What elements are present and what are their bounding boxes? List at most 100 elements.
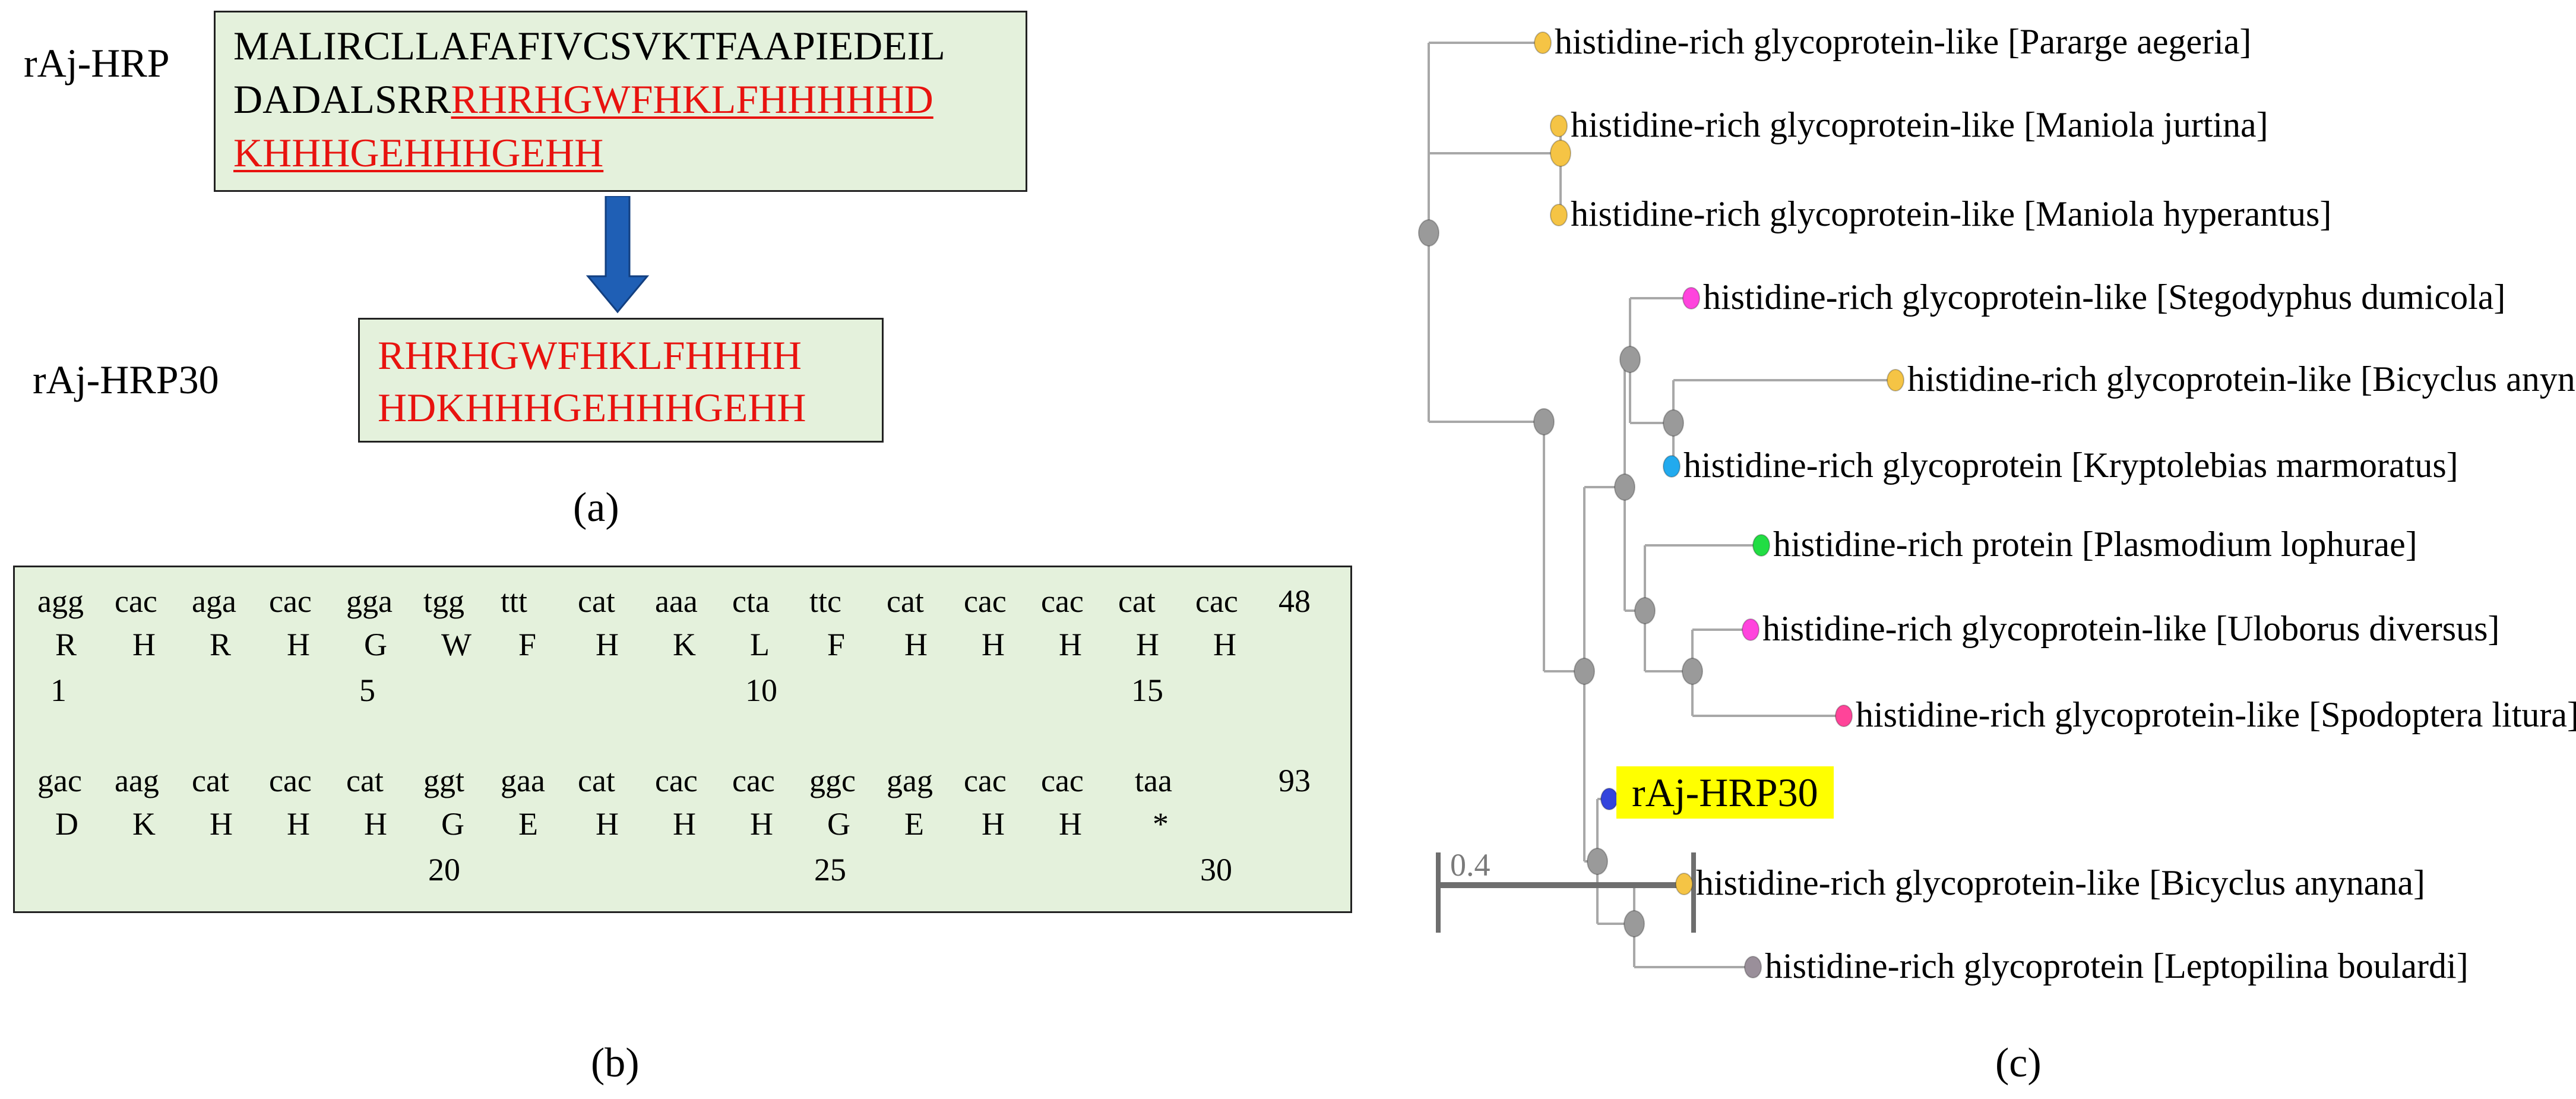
leaf-node-icon bbox=[1682, 287, 1700, 310]
codon: gaa bbox=[501, 763, 545, 798]
codon: tgg bbox=[423, 583, 465, 619]
leaf-label: histidine-rich glycoprotein-like [Stegod… bbox=[1703, 277, 2506, 317]
codon: taa bbox=[1135, 763, 1172, 798]
tree-node bbox=[1574, 658, 1595, 685]
codon: cac bbox=[1195, 583, 1238, 619]
residue-number: 30 bbox=[1200, 852, 1232, 888]
down-arrow-icon bbox=[586, 196, 650, 314]
tree-node bbox=[1619, 346, 1641, 373]
codon: cat bbox=[578, 763, 615, 798]
leaf-label: histidine-rich glycoprotein-like [Maniol… bbox=[1571, 105, 2268, 144]
residue-number: 25 bbox=[814, 852, 846, 888]
leaf-label: histidine-rich glycoprotein-like [Pararg… bbox=[1555, 22, 2252, 61]
amino-acid: H bbox=[596, 627, 619, 662]
amino-acid: H bbox=[287, 627, 310, 662]
amino-acid: H bbox=[1213, 627, 1236, 662]
residue-number: 15 bbox=[1131, 672, 1163, 708]
leaf-node-icon bbox=[1744, 956, 1762, 978]
tree-node bbox=[1614, 473, 1635, 501]
amino-acid: R bbox=[55, 627, 77, 662]
leaf-label: histidine-rich glycoprotein-like [Maniol… bbox=[1571, 194, 2332, 233]
codon: cac bbox=[655, 763, 698, 798]
codon: agg bbox=[37, 583, 84, 619]
leaf-label: histidine-rich glycoprotein [Kryptolebia… bbox=[1683, 446, 2458, 485]
leaf-node-icon bbox=[1550, 115, 1568, 137]
rAj-HRP30-node-icon bbox=[1600, 788, 1618, 810]
residue-number: 1 bbox=[50, 672, 67, 708]
codon: ggc bbox=[809, 763, 856, 798]
codon: ttt bbox=[501, 583, 528, 619]
leaf-node-icon bbox=[1675, 873, 1693, 895]
codon: cat bbox=[346, 763, 384, 798]
tree-node bbox=[1682, 658, 1703, 685]
leaf-node-icon bbox=[1887, 369, 1904, 391]
codon: cta bbox=[732, 583, 770, 619]
leaf-label: histidine-rich protein [Plasmodium lophu… bbox=[1773, 525, 2417, 564]
amino-acid: H bbox=[132, 627, 156, 662]
codon: gga bbox=[346, 583, 393, 619]
rAj-HRP30-highlight-label: rAj-HRP30 bbox=[1616, 766, 1834, 819]
amino-acid: H bbox=[287, 806, 310, 842]
leaf-node-icon bbox=[1835, 705, 1853, 727]
hrp-seq-line-2: DADALSRRRHRHGWFHKLFHHHHHD bbox=[233, 78, 933, 121]
codon: aag bbox=[115, 763, 159, 798]
hrp-seq-line-1: MALIRCLLAFAFIVCSVKTFAAPIEDEIL bbox=[233, 23, 945, 68]
tree-node bbox=[1634, 597, 1656, 624]
rAj-HRP-label: rAj-HRP bbox=[24, 40, 170, 86]
amino-acid: H bbox=[596, 806, 619, 842]
amino-acid: F bbox=[827, 627, 846, 662]
stop-codon-mark: * bbox=[1153, 806, 1169, 842]
residue-number: 20 bbox=[428, 852, 460, 888]
rAj-HRP30-sequence-box: RHRHGWFHKLFHHHH HDKHHHGEHHHGEHH bbox=[358, 318, 884, 443]
hrp30-seq-line-2: HDKHHHGEHHHGEHH bbox=[378, 385, 806, 430]
codon: cac bbox=[115, 583, 157, 619]
leaf-label: histidine-rich glycoprotein-like [Bicycl… bbox=[1907, 359, 2576, 399]
leaf-label: histidine-rich glycoprotein-like [Spodop… bbox=[1856, 695, 2576, 734]
codon: aaa bbox=[655, 583, 698, 619]
amino-acid: K bbox=[673, 627, 696, 662]
amino-acid: H bbox=[982, 806, 1005, 842]
leaf-label: histidine-rich glycoprotein-like [Bicycl… bbox=[1696, 863, 2425, 902]
amino-acid: G bbox=[364, 627, 387, 662]
residue-number: 10 bbox=[745, 672, 777, 708]
codon: cat bbox=[192, 763, 229, 798]
amino-acid: H bbox=[904, 627, 928, 662]
tree-node bbox=[1550, 140, 1571, 167]
amino-acid: H bbox=[210, 806, 233, 842]
amino-acid: H bbox=[364, 806, 387, 842]
codon: ggt bbox=[423, 763, 465, 798]
codon: ttc bbox=[809, 583, 841, 619]
codon: gag bbox=[887, 763, 933, 798]
amino-acid: E bbox=[904, 806, 924, 842]
codon: cac bbox=[1041, 583, 1084, 619]
codon: cat bbox=[887, 583, 924, 619]
rAj-HRP30-label: rAj-HRP30 bbox=[33, 357, 219, 402]
panel-a-label: (a) bbox=[573, 485, 619, 530]
rAj-HRP-sequence-box: MALIRCLLAFAFIVCSVKTFAAPIEDEIL DADALSRRRH… bbox=[214, 11, 1027, 192]
codon: aga bbox=[192, 583, 236, 619]
amino-acid: K bbox=[132, 806, 156, 842]
hrp-seq-line-2-red: RHRHGWFHKLFHHHHHD bbox=[451, 77, 933, 122]
leaf-node-icon bbox=[1752, 534, 1770, 557]
panel-c-label: (c) bbox=[1995, 1040, 2042, 1086]
amino-acid: H bbox=[1059, 806, 1082, 842]
leaf-node-icon bbox=[1534, 31, 1552, 54]
codon: cac bbox=[732, 763, 775, 798]
amino-acid: H bbox=[1059, 627, 1082, 662]
amino-acid: L bbox=[750, 627, 770, 662]
amino-acid: H bbox=[750, 806, 773, 842]
panel-b-label: (b) bbox=[591, 1040, 640, 1086]
tree-node bbox=[1624, 910, 1645, 937]
codon: cac bbox=[269, 583, 312, 619]
amino-acid: G bbox=[827, 806, 850, 842]
amino-acid: H bbox=[673, 806, 696, 842]
codon: cat bbox=[578, 583, 615, 619]
codon: cac bbox=[269, 763, 312, 798]
amino-acid: H bbox=[1136, 627, 1159, 662]
amino-acid: G bbox=[441, 806, 464, 842]
hrp-seq-line-2-black: DADALSRR bbox=[233, 77, 451, 122]
leaf-label: histidine-rich glycoprotein [Leptopilina… bbox=[1765, 946, 2469, 986]
